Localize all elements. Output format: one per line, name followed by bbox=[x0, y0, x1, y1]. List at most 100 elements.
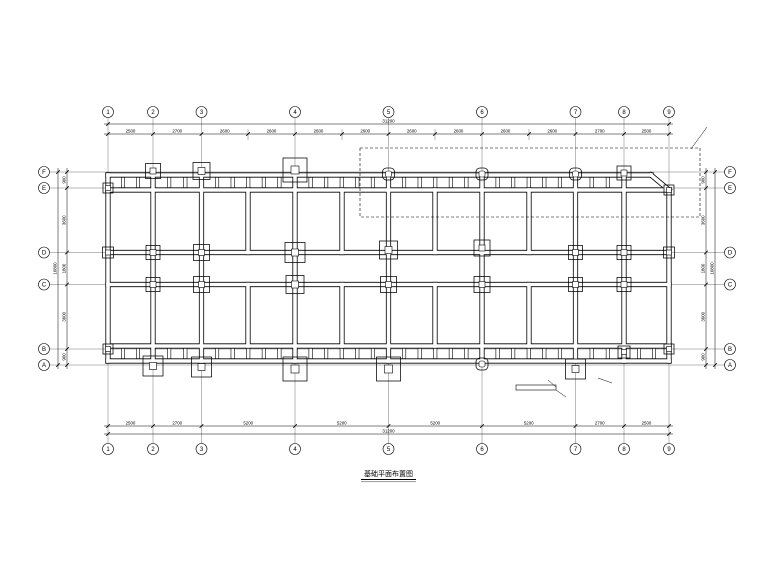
band-strip bbox=[230, 177, 235, 188]
grid-bubble-label: C bbox=[728, 283, 733, 289]
column bbox=[620, 281, 628, 288]
band-strip bbox=[370, 177, 375, 188]
footing bbox=[284, 242, 306, 263]
footing bbox=[102, 246, 114, 259]
column bbox=[149, 362, 157, 370]
grid-bubble bbox=[289, 106, 301, 118]
column bbox=[384, 246, 393, 254]
dimension-text: 2600 bbox=[267, 128, 277, 133]
band-strip bbox=[215, 348, 220, 359]
footing bbox=[282, 356, 308, 382]
dimension-text: 1800 bbox=[700, 263, 705, 273]
dimension-tick bbox=[64, 362, 70, 368]
grid-bubble-label: 7 bbox=[574, 447, 578, 453]
grid-bubble-label: 8 bbox=[622, 447, 626, 453]
footing bbox=[616, 277, 632, 292]
grid-bubble-label: A bbox=[728, 363, 732, 369]
grid-bubble bbox=[724, 359, 736, 371]
band-strip bbox=[277, 177, 282, 188]
dimension-text: 2500 bbox=[642, 420, 652, 425]
footing bbox=[282, 157, 308, 183]
column bbox=[572, 281, 579, 288]
band-strip bbox=[167, 348, 172, 359]
footing bbox=[285, 275, 305, 294]
band-strip bbox=[339, 348, 344, 359]
dimension-tick bbox=[703, 346, 709, 352]
grid-bubble-label: 7 bbox=[574, 110, 578, 116]
column bbox=[149, 167, 157, 175]
grid-bubble-label: 1 bbox=[106, 110, 110, 116]
column bbox=[666, 187, 672, 193]
grid-bubble bbox=[724, 278, 736, 291]
grid-bubble-label: B bbox=[42, 347, 46, 353]
footing bbox=[102, 343, 114, 355]
dimension-text: 2500 bbox=[126, 128, 136, 133]
column bbox=[666, 249, 672, 256]
dimension-text: 5200 bbox=[524, 420, 534, 425]
footing bbox=[565, 358, 586, 380]
column bbox=[197, 167, 206, 175]
dimension-text: 2700 bbox=[172, 128, 182, 133]
dimension-tick bbox=[573, 131, 578, 137]
column bbox=[385, 281, 392, 288]
column bbox=[620, 249, 628, 256]
footing bbox=[616, 245, 632, 260]
band-strip bbox=[605, 348, 610, 359]
band-strip bbox=[542, 348, 547, 359]
dimension-tick bbox=[199, 423, 204, 429]
column bbox=[198, 249, 205, 256]
grid-bubble-label: 5 bbox=[387, 110, 391, 116]
band-strip bbox=[636, 348, 641, 359]
dimension-text: 3600 bbox=[61, 215, 66, 225]
band-strip bbox=[183, 177, 188, 188]
detail-leader-line bbox=[547, 379, 557, 388]
band-strip bbox=[433, 348, 438, 359]
band-strip bbox=[605, 177, 610, 188]
footing bbox=[663, 246, 675, 259]
band-strip bbox=[651, 348, 656, 359]
grid-bubble-label: 1 bbox=[106, 447, 110, 453]
dimension-tick bbox=[339, 131, 345, 137]
dimension-text: 2700 bbox=[595, 128, 605, 133]
grid-bubble bbox=[724, 246, 736, 259]
grid-bubble-label: 5 bbox=[387, 447, 391, 453]
band-strip bbox=[136, 177, 141, 188]
dimension-tick bbox=[621, 423, 627, 429]
dimension-tick bbox=[703, 185, 709, 191]
band-strip bbox=[526, 177, 531, 188]
grid-bubble-label: D bbox=[728, 251, 733, 257]
grid-bubble bbox=[569, 443, 582, 455]
footing bbox=[382, 167, 395, 181]
dimension-text: 900 bbox=[61, 176, 66, 184]
column bbox=[197, 363, 206, 371]
column bbox=[105, 249, 111, 256]
grid-bubble bbox=[38, 246, 50, 259]
band-strip bbox=[589, 348, 594, 359]
dimension-text: 2600 bbox=[220, 128, 230, 133]
dimension-tick bbox=[703, 169, 709, 175]
grid-bubble bbox=[724, 343, 736, 355]
band-strip bbox=[526, 348, 531, 359]
column bbox=[385, 170, 392, 178]
column bbox=[478, 170, 486, 178]
column bbox=[478, 360, 486, 368]
band-strip bbox=[261, 177, 266, 188]
band-strip bbox=[448, 177, 453, 188]
grid-bubble-label: 9 bbox=[667, 447, 671, 453]
dimension-tick bbox=[64, 169, 70, 175]
dimension-text: 10800 bbox=[709, 262, 714, 275]
dimension-text: 5200 bbox=[243, 420, 253, 425]
footing bbox=[616, 165, 632, 181]
dimension-text: 10800 bbox=[52, 262, 57, 275]
dimension-tick bbox=[292, 423, 298, 429]
callout-leader-line bbox=[690, 126, 708, 150]
column bbox=[620, 169, 628, 177]
dimension-tick bbox=[526, 131, 532, 137]
footing bbox=[663, 184, 675, 196]
grid-bubble bbox=[618, 443, 630, 455]
grid-bubble-label: 4 bbox=[293, 110, 297, 116]
band-strip bbox=[511, 177, 516, 188]
beam-band-strips bbox=[121, 177, 656, 359]
